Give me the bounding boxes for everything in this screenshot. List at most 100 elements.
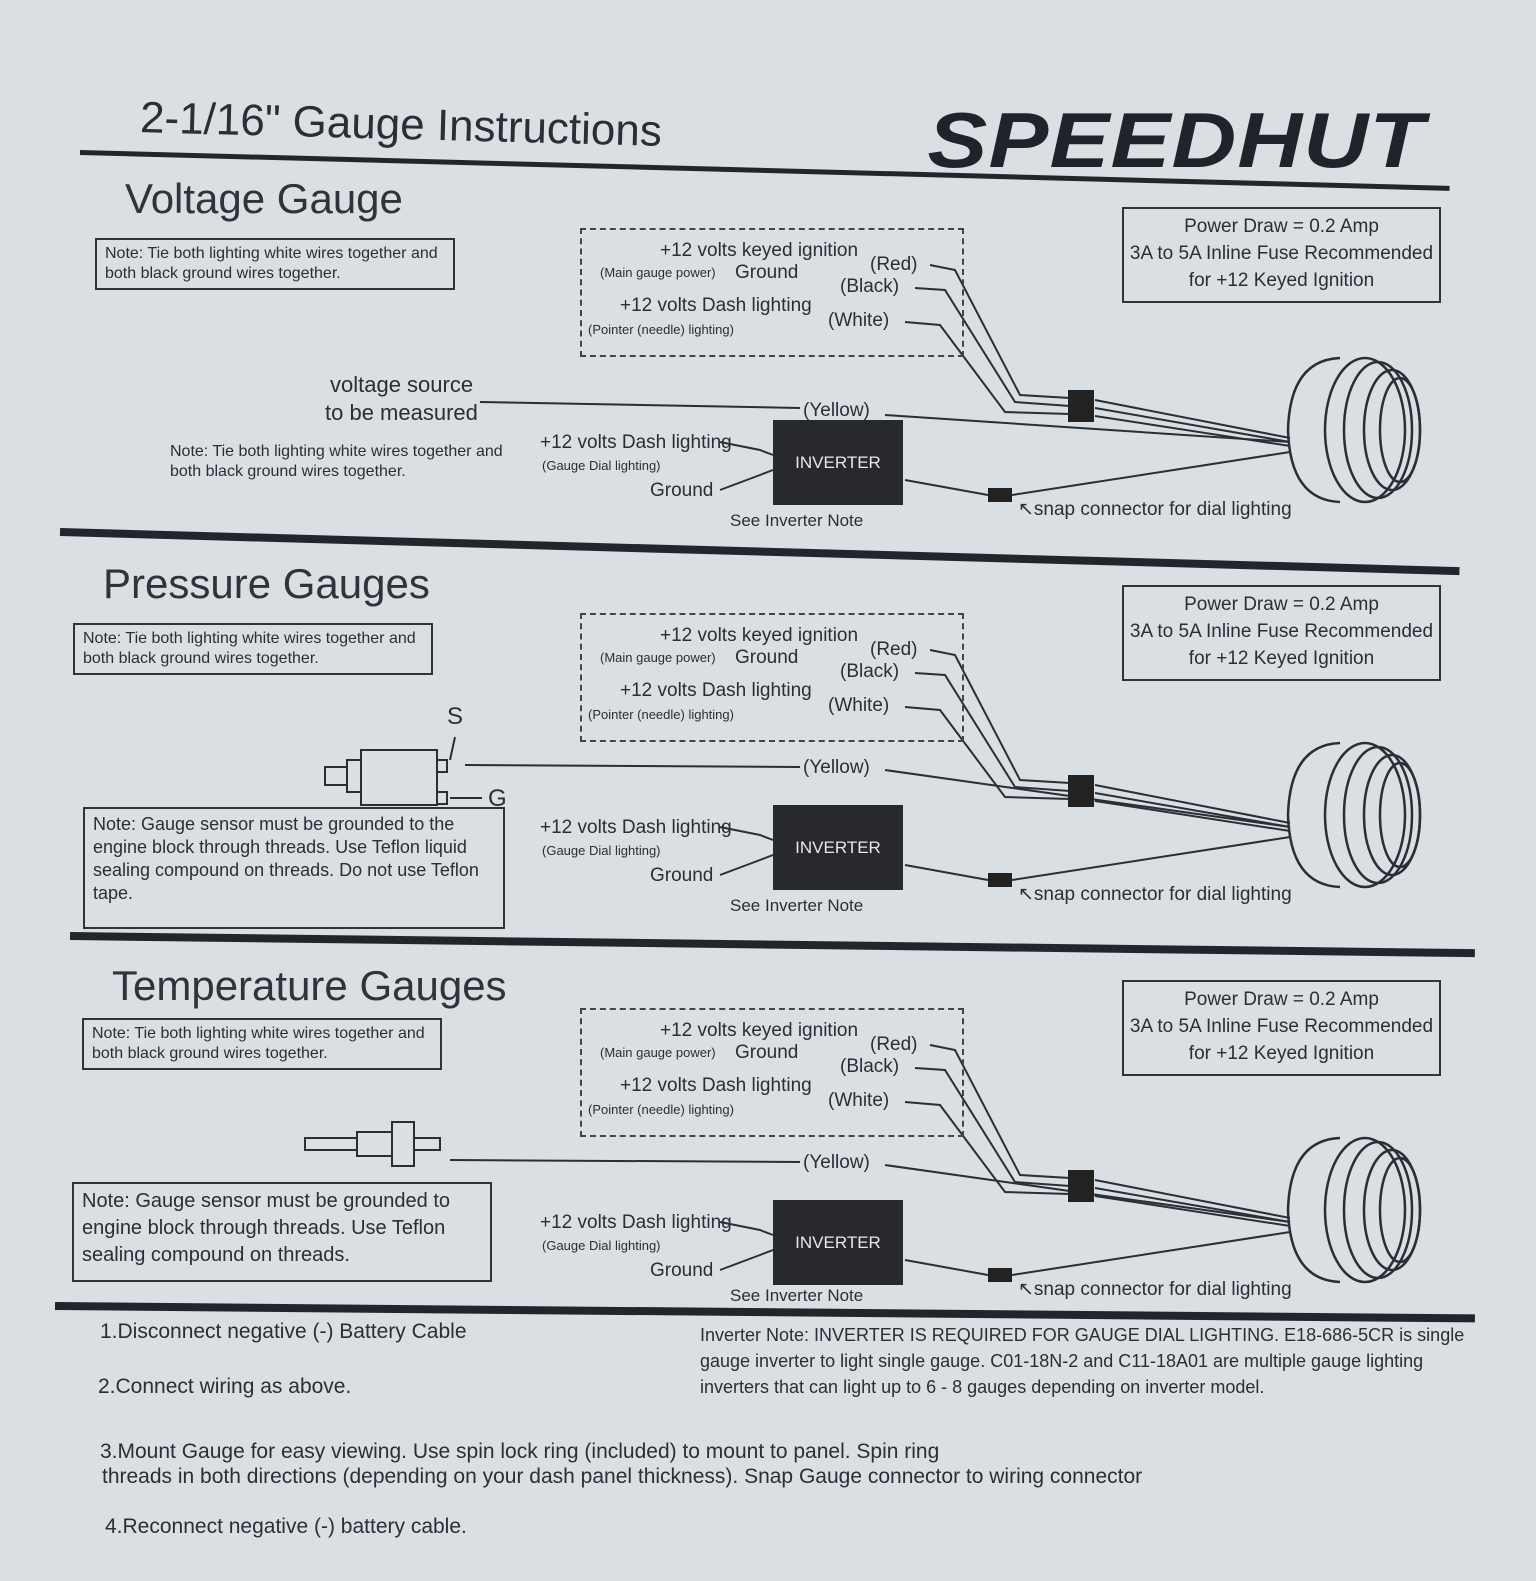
fuse-recommendation: 3A to 5A Inline Fuse Recommended <box>1129 243 1434 264</box>
arrow-icon: ↖ <box>1018 1279 1034 1300</box>
snap-connector <box>988 488 1012 502</box>
section-title: Voltage Gauge <box>125 175 403 222</box>
black-wire <box>914 1067 1071 1187</box>
ignition-label: +12 volts keyed ignition <box>660 625 859 646</box>
inverter-ground-label: Ground <box>650 1260 714 1281</box>
wire-connector <box>1068 775 1094 807</box>
see-inverter-note: See Inverter Note <box>730 1286 864 1305</box>
black-wire-label: (Black) <box>840 661 900 682</box>
section-title: Temperature Gauges <box>112 962 507 1009</box>
harness-wires <box>1094 1179 1291 1227</box>
temperature-sensor-icon <box>304 1121 441 1167</box>
dash-lighting-label: +12 volts Dash lighting <box>620 680 812 701</box>
red-wire <box>929 264 1071 399</box>
main-power-label: (Main gauge power) <box>600 265 716 280</box>
keyed-ignition: for +12 Keyed Ignition <box>1188 648 1375 669</box>
fuse-recommendation: 3A to 5A Inline Fuse Recommended <box>1129 1016 1434 1037</box>
inverter-input-wires <box>719 441 774 491</box>
voltage-source-label: voltage source <box>330 372 474 397</box>
dashed-wiring-box <box>580 228 964 357</box>
black-wire <box>914 287 1071 407</box>
sensor-ground-note: Note: Gauge sensor must be grounded to e… <box>72 1182 492 1282</box>
inverter-box: INVERTER <box>773 420 903 505</box>
inverter-ground-label: Ground <box>650 865 714 886</box>
yellow-wire-label: (Yellow) <box>803 1152 870 1173</box>
yellow-wire <box>479 401 1291 443</box>
wiring-diagram <box>324 649 1422 889</box>
keyed-ignition: for +12 Keyed Ignition <box>1188 270 1375 291</box>
white-wire <box>904 706 1071 800</box>
black-wire-label: (Black) <box>840 1056 900 1077</box>
gauge-dial-lighting-label: (Gauge Dial lighting) <box>542 1238 661 1253</box>
speedhut-logo: SPEEDHUT <box>927 96 1426 184</box>
snap-connector <box>988 1268 1012 1282</box>
inverter-box: INVERTER <box>773 1200 903 1285</box>
dashed-wiring-box <box>580 613 964 742</box>
snap-connector-text: snap connector for dial lighting <box>1033 499 1292 520</box>
gauge-dial-lighting-label: (Gauge Dial lighting) <box>542 843 661 858</box>
dashed-wiring-box <box>580 1008 964 1137</box>
to-be-measured-label: to be measured <box>325 400 478 425</box>
white-wire-label: (White) <box>828 1090 890 1111</box>
red-wire-label: (Red) <box>870 254 918 275</box>
power-draw-box: Power Draw = 0.2 Amp 3A to 5A Inline Fus… <box>1122 585 1441 681</box>
white-wire-label: (White) <box>828 695 890 716</box>
inverter-ground-label: Ground <box>650 480 714 501</box>
black-wire-label: (Black) <box>840 276 900 297</box>
snap-connector <box>988 873 1012 887</box>
section-title: Pressure Gauges <box>103 560 430 607</box>
power-draw: Power Draw = 0.2 Amp <box>1184 989 1379 1010</box>
section-0: Voltage Gauge Note: Tie both lighting wh… <box>0 170 1536 550</box>
harness-wires <box>1094 784 1291 832</box>
step-4: 4.Reconnect negative (-) battery cable. <box>105 1515 467 1538</box>
main-power-label: (Main gauge power) <box>600 650 716 665</box>
step-1: 1.Disconnect negative (-) Battery Cable <box>100 1320 467 1343</box>
pointer-lighting-label: (Pointer (needle) lighting) <box>588 322 734 337</box>
power-draw: Power Draw = 0.2 Amp <box>1184 594 1379 615</box>
ground-label: Ground <box>735 1042 799 1063</box>
red-wire-label: (Red) <box>870 1034 918 1055</box>
yellow-wire-label: (Yellow) <box>803 400 870 421</box>
dash-lighting-label: +12 volts Dash lighting <box>620 295 812 316</box>
pressure-sensor-icon <box>324 736 482 806</box>
step-3: 3.Mount Gauge for easy viewing. Use spin… <box>100 1440 940 1463</box>
ignition-label: +12 volts keyed ignition <box>660 1020 859 1041</box>
snap-connector-label: ↖snap connector for dial lighting <box>1018 498 1292 521</box>
dial-wire <box>904 1231 1291 1276</box>
see-inverter-note: See Inverter Note <box>730 896 864 915</box>
gauge-icon <box>1286 741 1422 889</box>
white-wire-label: (White) <box>828 310 890 331</box>
harness-wires <box>1094 399 1291 447</box>
white-wire <box>904 321 1071 415</box>
fuse-recommendation: 3A to 5A Inline Fuse Recommended <box>1129 621 1434 642</box>
gauge-icon <box>1286 1136 1422 1284</box>
tie-wires-note-2: Note: Tie both lighting white wires toge… <box>170 443 503 480</box>
snap-connector-text: snap connector for dial lighting <box>1033 1279 1292 1300</box>
yellow-wire-label: (Yellow) <box>803 757 870 778</box>
inverter-note: Inverter Note: INVERTER IS REQUIRED FOR … <box>700 1325 1465 1397</box>
power-draw-box: Power Draw = 0.2 Amp 3A to 5A Inline Fus… <box>1122 207 1441 303</box>
red-wire <box>929 649 1071 784</box>
gauge-dial-lighting-label: (Gauge Dial lighting) <box>542 458 661 473</box>
inverter-input-wires <box>719 826 774 876</box>
inverter-input-wires <box>719 1221 774 1271</box>
ground-label: Ground <box>735 647 799 668</box>
dial-wire <box>904 836 1291 881</box>
sensor-ground-note: Note: Gauge sensor must be grounded to t… <box>83 807 505 929</box>
page-title: 2-1/16" Gauge Instructions <box>139 93 663 156</box>
inverter-dash-label: +12 volts Dash lighting <box>540 817 732 838</box>
inverter-dash-label: +12 volts Dash lighting <box>540 1212 732 1233</box>
ground-label: Ground <box>735 262 799 283</box>
wiring-diagram <box>479 264 1422 504</box>
dial-wire <box>904 451 1291 496</box>
power-draw-box: Power Draw = 0.2 Amp 3A to 5A Inline Fus… <box>1122 980 1441 1076</box>
snap-connector-label: ↖snap connector for dial lighting <box>1018 883 1292 906</box>
black-wire <box>914 672 1071 792</box>
wiring-diagram <box>304 1044 1422 1284</box>
keyed-ignition: for +12 Keyed Ignition <box>1188 1043 1375 1064</box>
tie-wires-note: Note: Tie both lighting white wires toge… <box>73 623 433 675</box>
snap-connector-label: ↖snap connector for dial lighting <box>1018 1278 1292 1301</box>
red-wire <box>929 1044 1071 1179</box>
arrow-icon: ↖ <box>1018 884 1034 905</box>
section-1: Pressure Gauges Note: Tie both lighting … <box>0 555 1536 935</box>
